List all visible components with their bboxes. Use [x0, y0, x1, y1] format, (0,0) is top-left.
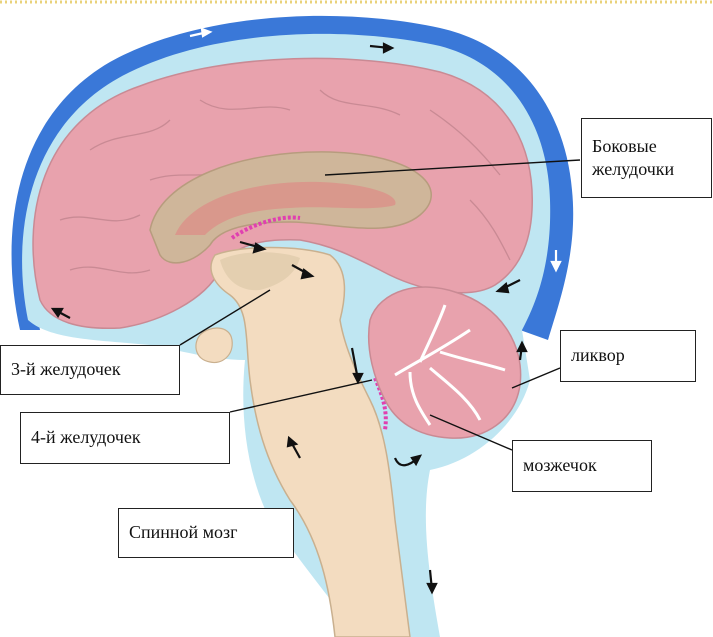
csf-flow-arrows	[50, 42, 528, 595]
pituitary	[195, 327, 233, 364]
label-spinal-cord-text: Спинной мозг	[129, 522, 238, 543]
gyri-lines	[59, 89, 511, 274]
arbor-vitae	[394, 304, 506, 426]
label-spinal-cord: Спинной мозг	[118, 508, 294, 558]
cerebellum	[367, 286, 522, 439]
label-cerebellum: мозжечок	[512, 440, 652, 492]
third-ventricle-region	[220, 252, 300, 291]
label-fourth-ventricle-text: 4-й желудочек	[31, 427, 141, 448]
choroid-plexus-4th	[373, 377, 388, 431]
label-third-ventricle-text: 3-й желудочек	[11, 359, 121, 380]
label-csf-text: ликвор	[571, 345, 625, 366]
label-third-ventricle: 3-й желудочек	[0, 345, 180, 395]
white-flow-arrows	[189, 27, 562, 273]
lateral-ventricle-inner	[175, 181, 396, 235]
label-lateral-ventricles-line2: желудочки	[592, 159, 675, 179]
label-lateral-ventricles-line1: Боковые	[592, 135, 657, 156]
label-csf: ликвор	[560, 330, 696, 382]
leader-lines	[179, 159, 581, 451]
brainstem	[210, 246, 411, 637]
choroid-plexus-1	[230, 215, 301, 240]
label-cerebellum-text: мозжечок	[523, 455, 597, 476]
label-fourth-ventricle: 4-й желудочек	[20, 412, 230, 464]
label-lateral-ventricles: Боковые желудочки	[581, 118, 712, 198]
